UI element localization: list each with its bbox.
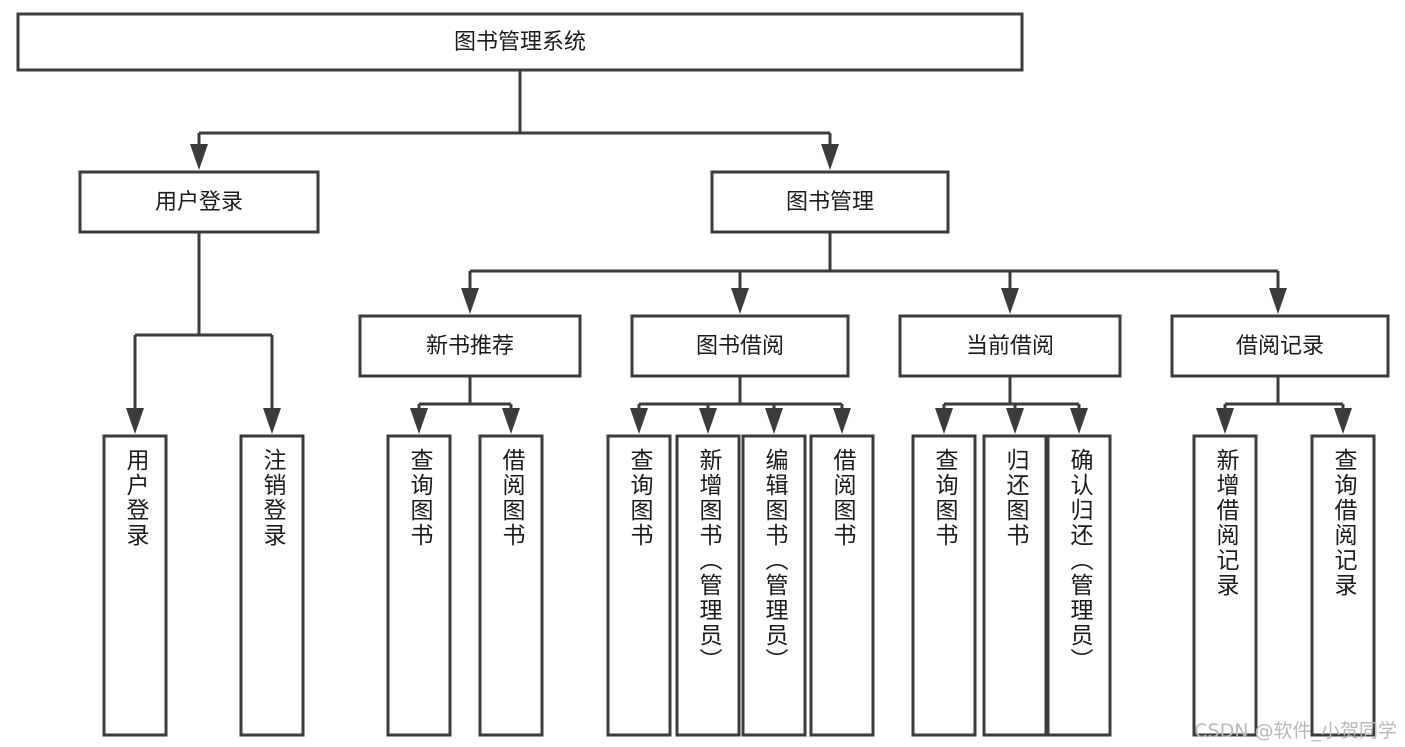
arrow-head-icon	[461, 288, 479, 314]
leaf-leaf-add-borrow-record[interactable]	[1192, 434, 1258, 737]
node-box-borrow-record[interactable]	[1170, 314, 1390, 378]
leaf-leaf-query-borrow-record[interactable]	[1310, 434, 1376, 737]
node-user-login[interactable]: 用户登录	[78, 170, 320, 234]
node-label-root: 图书管理系统	[454, 30, 586, 55]
node-book-borrow[interactable]: 图书借阅	[630, 314, 850, 378]
leaf-leaf-query-book-borrow[interactable]	[606, 434, 672, 737]
leaf-leaf-return-book[interactable]	[982, 434, 1048, 737]
arrow-head-icon	[821, 144, 839, 170]
node-book-management[interactable]: 图书管理	[710, 170, 950, 234]
leaf-box-leaf-edit-book-admin[interactable]	[741, 434, 807, 737]
arrow-head-icon	[1006, 408, 1024, 434]
node-root[interactable]: 图书管理系统	[16, 12, 1024, 72]
leaf-box-leaf-query-book-current[interactable]	[911, 434, 977, 737]
leaf-leaf-user-login[interactable]	[102, 434, 168, 737]
leaf-box-leaf-query-book-rec[interactable]	[386, 434, 452, 737]
node-box-root[interactable]	[16, 12, 1024, 72]
node-borrow-record[interactable]: 借阅记录	[1170, 314, 1390, 378]
node-label-borrow-record: 借阅记录	[1236, 334, 1324, 359]
leaf-leaf-edit-book-admin[interactable]	[741, 434, 807, 737]
leaf-box-leaf-confirm-return-admin[interactable]	[1046, 434, 1112, 737]
leaf-box-leaf-user-login[interactable]	[102, 434, 168, 737]
arrow-head-icon	[833, 408, 851, 434]
leaf-leaf-confirm-return-admin[interactable]	[1046, 434, 1112, 737]
arrow-head-icon	[935, 408, 953, 434]
leaf-leaf-borrow-book[interactable]	[809, 434, 875, 737]
leaf-box-leaf-add-borrow-record[interactable]	[1192, 434, 1258, 737]
csdn-watermark: CSDN @软件_小贺同学	[1194, 720, 1397, 742]
node-label-user-login: 用户登录	[155, 190, 243, 215]
node-box-book-management[interactable]	[710, 170, 950, 234]
leaf-box-leaf-add-book-admin[interactable]	[675, 434, 741, 737]
leaf-box-leaf-return-book[interactable]	[982, 434, 1048, 737]
arrow-head-icon	[1269, 288, 1287, 314]
node-label-new-book-recommend: 新书推荐	[426, 334, 514, 359]
node-label-current-borrow: 当前借阅	[966, 334, 1054, 359]
leaf-box-leaf-query-borrow-record[interactable]	[1310, 434, 1376, 737]
arrow-head-icon	[765, 408, 783, 434]
node-box-book-borrow[interactable]	[630, 314, 850, 378]
leaf-box-leaf-query-book-borrow[interactable]	[606, 434, 672, 737]
node-current-borrow[interactable]: 当前借阅	[898, 314, 1122, 378]
arrow-head-icon	[126, 408, 144, 434]
arrow-head-icon	[263, 408, 281, 434]
arrow-head-icon	[410, 408, 428, 434]
arrow-head-icon	[1070, 408, 1088, 434]
connectors-layer	[126, 70, 1352, 434]
leaf-leaf-add-book-admin[interactable]	[675, 434, 741, 737]
arrow-head-icon	[731, 288, 749, 314]
leaf-box-leaf-logout-login[interactable]	[239, 434, 305, 737]
leaf-leaf-borrow-book-rec[interactable]	[478, 434, 544, 737]
arrow-head-icon	[630, 408, 648, 434]
node-label-book-borrow: 图书借阅	[696, 334, 784, 359]
leaf-leaf-query-book-rec[interactable]	[386, 434, 452, 737]
arrow-head-icon	[190, 144, 208, 170]
node-box-current-borrow[interactable]	[898, 314, 1122, 378]
arrow-head-icon	[699, 408, 717, 434]
leaf-box-leaf-borrow-book[interactable]	[809, 434, 875, 737]
arrow-head-icon	[1334, 408, 1352, 434]
node-label-book-management: 图书管理	[786, 190, 874, 215]
leaf-box-leaf-borrow-book-rec[interactable]	[478, 434, 544, 737]
arrow-head-icon	[1001, 288, 1019, 314]
leaf-leaf-logout-login[interactable]	[239, 434, 305, 737]
node-box-new-book-recommend[interactable]	[358, 314, 582, 378]
node-new-book-recommend[interactable]: 新书推荐	[358, 314, 582, 378]
leaf-leaf-query-book-current[interactable]	[911, 434, 977, 737]
arrow-head-icon	[1216, 408, 1234, 434]
arrow-head-icon	[502, 408, 520, 434]
node-box-user-login[interactable]	[78, 170, 320, 234]
